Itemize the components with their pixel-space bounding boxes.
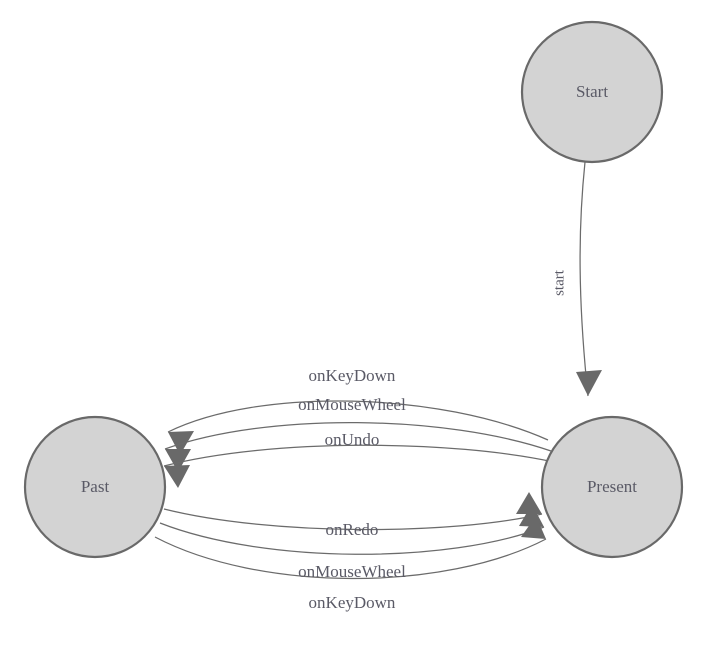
- edge-label-past-to-present-onredo: onRedo: [326, 520, 379, 539]
- edge-past-to-present-onkeydown[interactable]: [154, 516, 547, 580]
- node-circle-present[interactable]: [540, 415, 684, 559]
- edge-start-to-present[interactable]: [576, 161, 602, 397]
- edge-line-past-to-present-onkeydown[interactable]: [154, 536, 547, 580]
- edges-layer: [154, 161, 602, 580]
- arrowhead-icon-past-to-present-onkeydown: [521, 516, 546, 539]
- edge-present-to-past-onkeydown[interactable]: [167, 400, 549, 455]
- edge-line-present-to-past-onundo[interactable]: [163, 444, 555, 467]
- edge-past-to-present-onredo[interactable]: [163, 492, 543, 531]
- edge-label-present-to-past-onmousewheel: onMouseWheel: [298, 395, 406, 414]
- edge-label-start-to-present: start: [551, 269, 567, 296]
- node-past[interactable]: Past: [23, 415, 167, 559]
- node-circle-past[interactable]: [23, 415, 167, 559]
- node-start[interactable]: Start: [520, 20, 664, 164]
- arrowhead-icon-present-to-past-onmousewheel: [165, 449, 191, 472]
- node-label-start: Start: [576, 82, 608, 101]
- node-circle-start[interactable]: [520, 20, 664, 164]
- edge-label-past-to-present-onmousewheel: onMouseWheel: [298, 562, 406, 581]
- edge-line-start-to-present[interactable]: [579, 161, 589, 397]
- edge-labels-layer: start onKeyDown onMouseWheel onUndo onRedo on…: [298, 269, 567, 612]
- edge-present-to-past-onmousewheel[interactable]: [164, 422, 552, 472]
- edge-label-present-to-past-onkeydown: onKeyDown: [309, 366, 396, 385]
- edge-line-past-to-present-onredo[interactable]: [163, 508, 543, 531]
- arrowhead-icon-present-to-past-onkeydown: [168, 431, 194, 455]
- edge-line-present-to-past-onmousewheel[interactable]: [164, 422, 552, 452]
- arrowhead-icon-past-to-present-onredo: [516, 492, 542, 514]
- edge-label-past-to-present-onkeydown: onKeyDown: [309, 593, 396, 612]
- edge-line-present-to-past-onkeydown[interactable]: [167, 400, 549, 441]
- arrowhead-icon-start-to-present: [576, 370, 602, 396]
- edge-present-to-past-onundo[interactable]: [163, 444, 555, 488]
- arrowhead-icon-present-to-past-onundo: [164, 465, 190, 488]
- node-label-past: Past: [81, 477, 110, 496]
- node-present[interactable]: Present: [540, 415, 684, 559]
- edge-label-present-to-past-onundo: onUndo: [325, 430, 380, 449]
- edge-line-past-to-present-onmousewheel[interactable]: [159, 522, 545, 555]
- node-label-present: Present: [587, 477, 637, 496]
